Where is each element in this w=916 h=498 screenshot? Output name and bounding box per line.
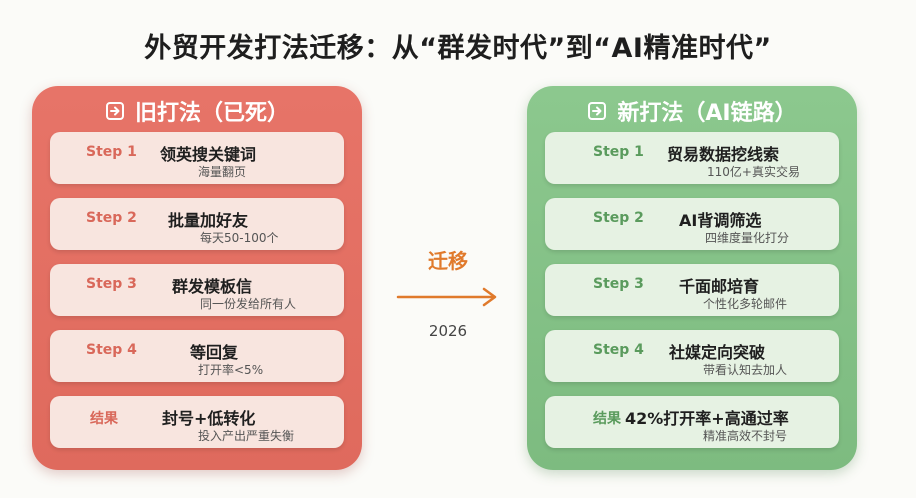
old-step-4-detail: 打开率<5%: [198, 363, 264, 377]
old-step-1-label: Step 1: [86, 144, 137, 160]
new-step-3-title: 千面邮培育: [679, 277, 760, 296]
new-step-3-card: Step 3 千面邮培育 个性化多轮邮件: [545, 264, 839, 316]
new-method-heading: 新打法（AI链路）: [617, 101, 797, 126]
old-step-2-label: Step 2: [86, 210, 137, 226]
page-title: 外贸开发打法迁移：从“群发时代”到“AI精准时代”: [144, 33, 772, 64]
new-result-label: 结果: [593, 411, 621, 427]
old-step-2-card: Step 2 批量加好友 每天50-100个: [50, 198, 344, 250]
new-step-3-label: Step 3: [593, 276, 644, 292]
old-step-3-title: 群发模板信: [172, 277, 253, 296]
new-method-panel: 新打法（AI链路） Step 1 贸易数据挖线索 110亿+真实交易 Step …: [527, 86, 857, 470]
old-step-2-title: 批量加好友: [168, 211, 249, 230]
new-result-title: 42%打开率+高通过率: [625, 409, 789, 428]
new-step-1-label: Step 1: [593, 144, 644, 160]
old-result-label: 结果: [90, 411, 118, 427]
new-step-1-card: Step 1 贸易数据挖线索 110亿+真实交易: [545, 132, 839, 184]
new-result-detail: 精准高效不封号: [703, 429, 788, 443]
old-step-4-title: 等回复: [190, 343, 239, 362]
new-result-card: 结果 42%打开率+高通过率 精准高效不封号: [545, 396, 839, 448]
login-arrow-icon: [587, 101, 607, 121]
migration-arrow-icon: [396, 286, 500, 312]
old-step-4-card: Step 4 等回复 打开率<5%: [50, 330, 344, 382]
old-result-card: 结果 封号+低转化 投入产出严重失衡: [50, 396, 344, 448]
old-method-panel: 旧打法（已死） Step 1 领英搜关键词 海量翻页 Step 2 批量加好友 …: [32, 86, 362, 470]
new-step-4-detail: 带看认知去加人: [703, 363, 788, 377]
migration-label: 迁移: [428, 249, 468, 273]
old-result-detail: 投入产出严重失衡: [198, 429, 295, 443]
old-method-heading: 旧打法（已死）: [134, 101, 289, 126]
new-step-2-detail: 四维度量化打分: [705, 231, 790, 245]
old-step-3-label: Step 3: [86, 276, 137, 292]
new-step-2-card: Step 2 AI背调筛选 四维度量化打分: [545, 198, 839, 250]
login-arrow-icon: [105, 101, 125, 121]
old-result-title: 封号+低转化: [162, 409, 256, 428]
migration-year: 2026: [428, 322, 468, 340]
new-step-4-title: 社媒定向突破: [669, 343, 766, 362]
new-step-1-detail: 110亿+真实交易: [707, 165, 800, 179]
old-step-3-detail: 同一份发给所有人: [200, 297, 297, 311]
new-step-2-label: Step 2: [593, 210, 644, 226]
old-step-3-card: Step 3 群发模板信 同一份发给所有人: [50, 264, 344, 316]
new-step-4-card: Step 4 社媒定向突破 带看认知去加人: [545, 330, 839, 382]
old-step-2-detail: 每天50-100个: [200, 231, 279, 245]
new-step-2-title: AI背调筛选: [679, 211, 762, 230]
old-step-1-card: Step 1 领英搜关键词 海量翻页: [50, 132, 344, 184]
new-step-3-detail: 个性化多轮邮件: [703, 297, 788, 311]
new-method-header: 新打法（AI链路）: [527, 94, 857, 128]
new-step-4-label: Step 4: [593, 342, 644, 358]
old-step-4-label: Step 4: [86, 342, 137, 358]
old-method-header: 旧打法（已死）: [32, 94, 362, 128]
old-step-1-detail: 海量翻页: [198, 165, 247, 179]
old-step-1-title: 领英搜关键词: [160, 145, 257, 164]
new-step-1-title: 贸易数据挖线索: [667, 145, 780, 164]
